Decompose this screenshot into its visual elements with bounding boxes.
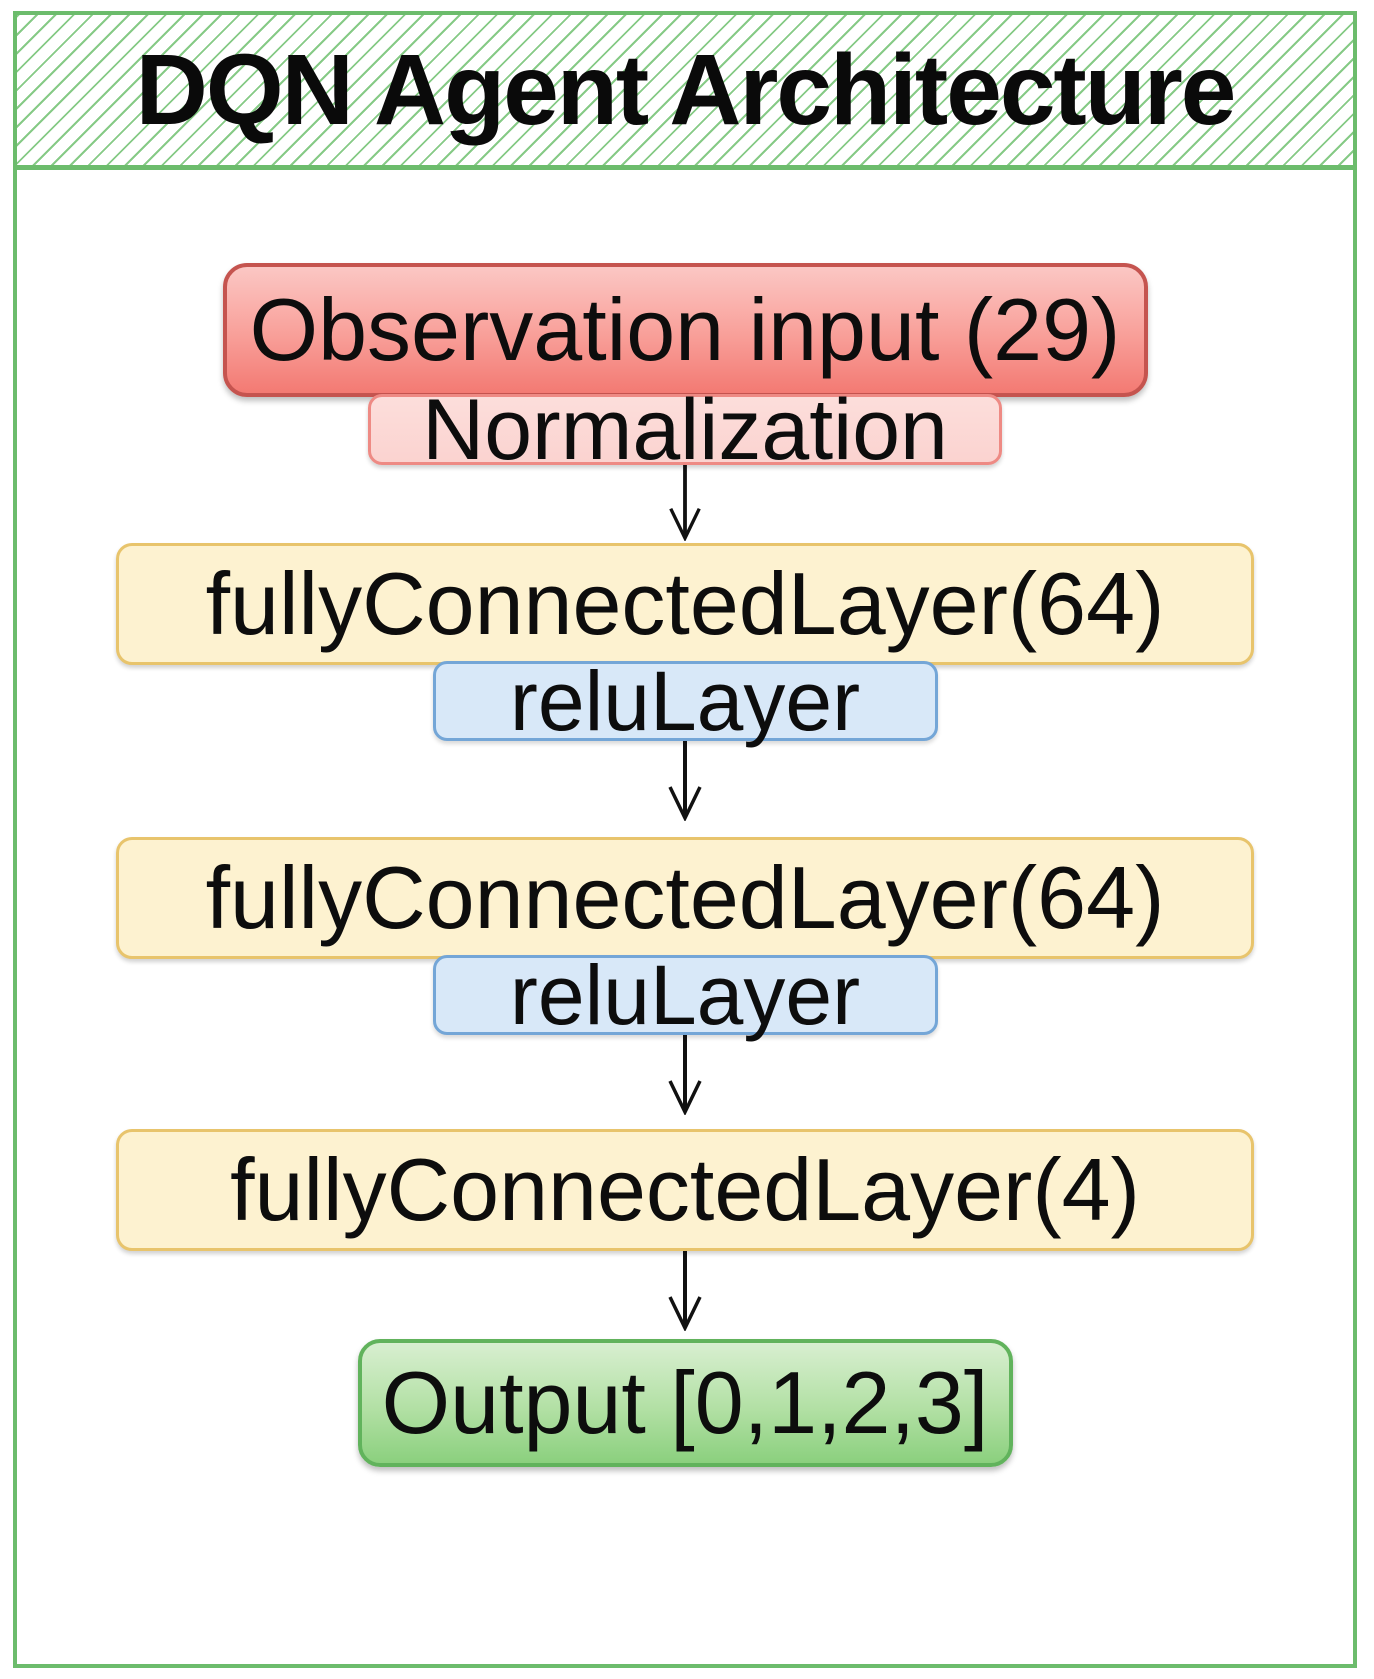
flow-arrow-down-icon	[669, 465, 701, 541]
title-bar: DQN Agent Architecture	[17, 15, 1353, 170]
node-fully-connected-layer-3: fullyConnectedLayer(4)	[116, 1129, 1254, 1251]
diagram-content: Observation input (29) Normalization ful…	[17, 170, 1353, 1664]
node-relu-layer-1: reluLayer	[432, 659, 938, 743]
node-relu-layer-2: reluLayer	[432, 953, 938, 1037]
flow-arrow-down-icon	[668, 741, 702, 821]
flow-arrow-down-icon	[668, 1035, 702, 1115]
node-fully-connected-layer-1: fullyConnectedLayer(64)	[116, 543, 1254, 665]
diagram-title: DQN Agent Architecture	[135, 33, 1237, 146]
node-observation-input: Observation input (29)	[222, 263, 1148, 397]
node-fully-connected-layer-2: fullyConnectedLayer(64)	[116, 837, 1254, 959]
node-normalization: Normalization	[368, 387, 1002, 473]
outer-frame: DQN Agent Architecture Observation input…	[13, 11, 1357, 1668]
flow-arrow-down-icon	[668, 1251, 702, 1331]
node-output: Output [0,1,2,3]	[357, 1339, 1013, 1467]
